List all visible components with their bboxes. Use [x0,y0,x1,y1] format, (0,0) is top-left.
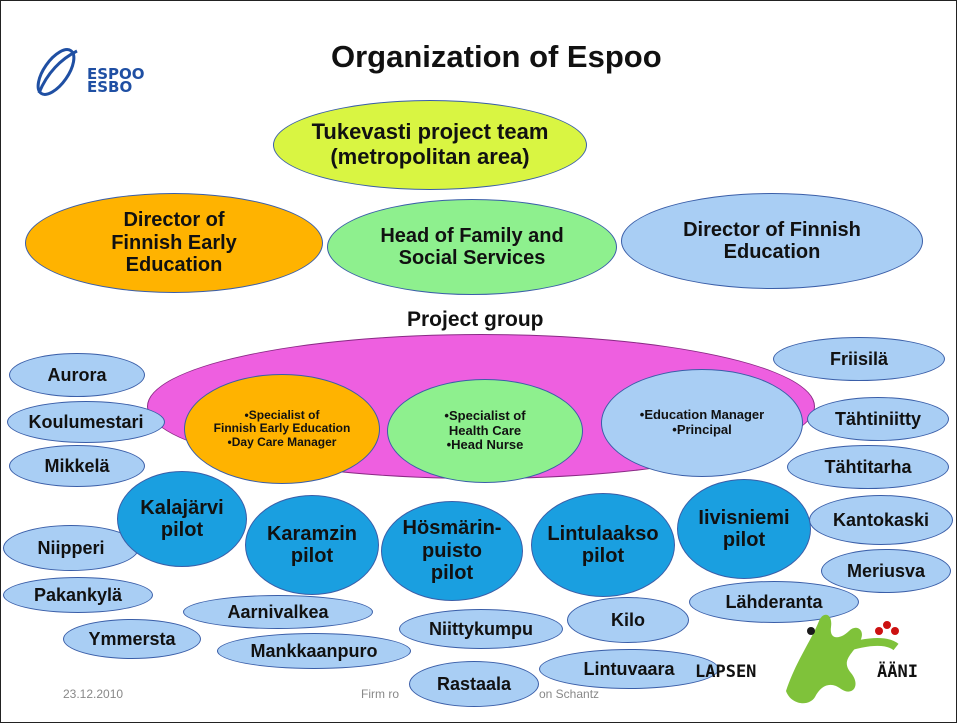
unit-lahderanta: Lähderanta [689,581,859,623]
pilot-iivisniemi-line-2: pilot [722,529,766,551]
pilot-lintulaakso-line-1: Lintulaakso [547,522,659,545]
unit-lintuvaara: Lintuvaara [539,649,719,689]
unit-meriusva: Meriusva [821,549,951,593]
pilot-hosmarin-line-2: puisto [422,539,482,562]
pilot-karamzin: Karamzin pilot [245,495,379,595]
unit-niipperi-label: Niipperi [37,537,105,558]
director-early-line-3: Education [125,254,223,277]
director-finnish-line-1: Director of Finnish [683,218,861,241]
footer-left-text: Firm ro [361,687,399,701]
unit-aurora-label: Aurora [47,364,107,385]
unit-meriusva-label: Meriusva [846,560,926,581]
unit-aarnivalkea: Aarnivalkea [183,595,373,629]
lapsen-aani-logo-icon [786,614,899,704]
pilot-karamzin-line-2: pilot [290,545,334,567]
pilot-lintulaakso: Lintulaakso pilot [531,493,675,597]
unit-ymmersta: Ymmersta [63,619,201,659]
head-family-line-2: Social Services [398,247,546,269]
unit-mankkaanpuro: Mankkaanpuro [217,633,411,669]
footer-right-text: on Schantz [539,687,600,701]
director-finnish-line-2: Education [723,241,821,263]
unit-rastaala-label: Rastaala [436,673,512,694]
lapsen-aani-left-text: LAPSEN [695,662,757,682]
tukevasti-line-2: (metropolitan area) [330,144,530,169]
unit-lintuvaara-label: Lintuvaara [583,658,675,679]
pilot-kalajarvi-line-1: Kalajärvi [140,496,224,519]
lapsen-aani-right-text: ÄÄNI [877,662,918,682]
pilot-iivisniemi: Iivisniemi pilot [677,479,811,579]
specialist-health-line-1: •Specialist of [444,408,526,424]
director-early-line-1: Director of [123,209,225,232]
unit-kantokaski: Kantokaski [809,495,953,545]
unit-mikkela: Mikkelä [9,445,145,487]
pilot-kalajarvi-line-2: pilot [160,519,204,541]
unit-tahtiniitty-label: Tähtiniitty [835,408,921,429]
head-family-line-1: Head of Family and [380,224,564,247]
unit-pakankyla: Pakankylä [3,577,153,613]
specialist-early-line-2: Finnish Early Education [213,421,351,436]
unit-ymmersta-label: Ymmersta [88,628,176,649]
education-manager-line-2: •Principal [672,422,732,437]
unit-kilo: Kilo [567,597,689,643]
unit-rastaala: Rastaala [409,661,539,707]
pilot-iivisniemi-line-1: Iivisniemi [698,506,790,529]
logo-text-esbo: ESBO [87,78,133,96]
unit-tahtiniitty: Tähtiniitty [807,397,949,441]
unit-niittykumpu: Niittykumpu [399,609,563,649]
unit-niittykumpu-label: Niittykumpu [428,618,533,639]
page-title: Organization of Espoo [331,39,662,74]
pilot-hosmarin-line-3: pilot [430,562,474,585]
pilot-hosmarin-line-1: Hösmärin- [402,517,502,540]
pilot-lintulaakso-line-2: pilot [581,545,625,567]
director-early-education-ellipse: Director of Finnish Early Education [25,193,323,293]
unit-tahtitarha: Tähtitarha [787,445,949,489]
specialist-health-line-3: •Head Nurse [446,437,524,453]
unit-mikkela-label: Mikkelä [44,455,110,476]
head-family-services-ellipse: Head of Family and Social Services [327,199,617,295]
unit-friisila: Friisilä [773,337,945,381]
unit-niipperi: Niipperi [3,525,139,571]
specialist-health-line-2: Health Care [448,422,522,438]
specialist-health-care-ellipse: •Specialist of Health Care •Head Nurse [387,379,583,483]
education-manager-ellipse: •Education Manager •Principal [601,369,803,477]
footer-date: 23.12.2010 [63,687,124,701]
unit-aurora: Aurora [9,353,145,397]
specialist-early-education-ellipse: •Specialist of Finnish Early Education •… [184,374,380,484]
unit-aarnivalkea-label: Aarnivalkea [227,601,329,622]
unit-kilo-label: Kilo [611,609,645,630]
specialist-early-line-3: •Day Care Manager [227,434,337,449]
unit-pakankyla-label: Pakankylä [33,584,123,605]
pilot-kalajarvi: Kalajärvi pilot [117,471,247,567]
unit-mankkaanpuro-label: Mankkaanpuro [250,640,378,661]
education-manager-line-1: •Education Manager [639,407,765,423]
pilot-karamzin-line-1: Karamzin [266,522,358,545]
unit-koulumestari-label: Koulumestari [28,411,144,432]
tukevasti-line-1: Tukevasti project team [311,119,549,145]
logo-text-espoo: ESPOO [87,65,145,83]
pilot-hosmarin: Hösmärin- puisto pilot [381,501,523,601]
tukevasti-team-ellipse: Tukevasti project team (metropolitan are… [273,100,587,190]
director-finnish-education-ellipse: Director of Finnish Education [621,193,923,289]
specialist-early-line-1: •Specialist of [244,407,320,422]
project-group-label: Project group [407,308,544,331]
director-early-line-2: Finnish Early [111,231,237,254]
unit-friisila-label: Friisilä [829,348,889,369]
unit-tahtitarha-label: Tähtitarha [824,456,912,477]
espoo-logo-icon [36,48,78,96]
unit-koulumestari: Koulumestari [7,401,165,443]
unit-lahderanta-label: Lähderanta [725,591,823,612]
unit-kantokaski-label: Kantokaski [832,509,930,530]
